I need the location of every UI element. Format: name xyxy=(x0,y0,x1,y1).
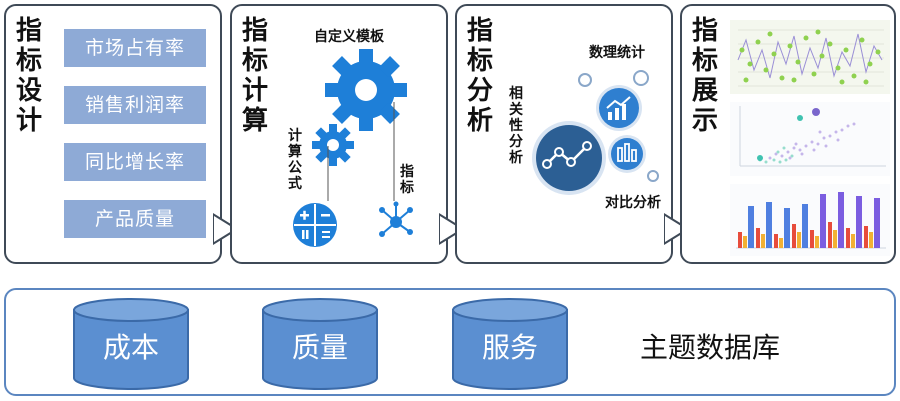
database-label: 质量 xyxy=(291,331,348,364)
metric-market-share: 市场占有率 xyxy=(64,29,206,67)
database-label: 成本 xyxy=(102,331,159,364)
database-icon xyxy=(452,298,568,390)
network-node-icon xyxy=(379,201,413,237)
panel-title: 指标展示 xyxy=(692,16,719,136)
label-statistics: 数理统计 xyxy=(589,45,645,61)
dashboard-scatter-chart-thumbnail xyxy=(730,102,890,176)
calculator-icon xyxy=(293,203,337,247)
database-icon xyxy=(262,298,378,390)
panel-title: 指标分析 xyxy=(467,16,494,136)
label-comparison: 对比分析 xyxy=(605,195,661,211)
database-icon xyxy=(73,298,189,390)
dashboard-line-chart-thumbnail xyxy=(730,20,890,94)
database-title: 主题数据库 xyxy=(640,331,781,364)
gear-icon xyxy=(325,49,407,131)
dashboard-bar-chart-thumbnail xyxy=(730,184,890,256)
metric-product-quality: 产品质量 xyxy=(64,200,206,238)
panel-title: 指标计算 xyxy=(242,16,269,136)
label-custom-template: 自定义模板 xyxy=(314,29,384,45)
bubbles-decor xyxy=(578,70,659,182)
metric-yoy-growth: 同比增长率 xyxy=(64,143,206,181)
database-cylinder-cost: 成本 xyxy=(72,298,190,390)
database-cylinder-quality: 质量 xyxy=(261,298,379,390)
database-cylinder-service: 服务 xyxy=(451,298,569,390)
panel-metric-display: 指标展示 xyxy=(680,4,896,264)
panel-metric-design: 指标设计 市场占有率 销售利润率 同比增长率 产品质量 xyxy=(4,4,222,264)
label-correlation-analysis: 相关性分析 xyxy=(509,86,523,166)
bar-chart-icon xyxy=(608,135,646,173)
connector-lines xyxy=(327,102,395,201)
correlation-chart-icon xyxy=(532,121,606,195)
label-metric: 指标 xyxy=(400,164,414,196)
metric-profit-margin: 销售利润率 xyxy=(64,86,206,124)
label-formula: 计算公式 xyxy=(288,128,302,192)
panel-metric-analysis: 指标分析 相关性分析 数理统计 对比分析 xyxy=(455,4,673,264)
database-label: 服务 xyxy=(481,331,538,364)
trend-chart-icon xyxy=(596,85,642,131)
panel-metric-calculation: 指标计算 自定义模板 计算公式 指标 xyxy=(230,4,448,264)
gear-small-icon xyxy=(312,124,354,166)
panel-title: 指标设计 xyxy=(16,16,43,136)
